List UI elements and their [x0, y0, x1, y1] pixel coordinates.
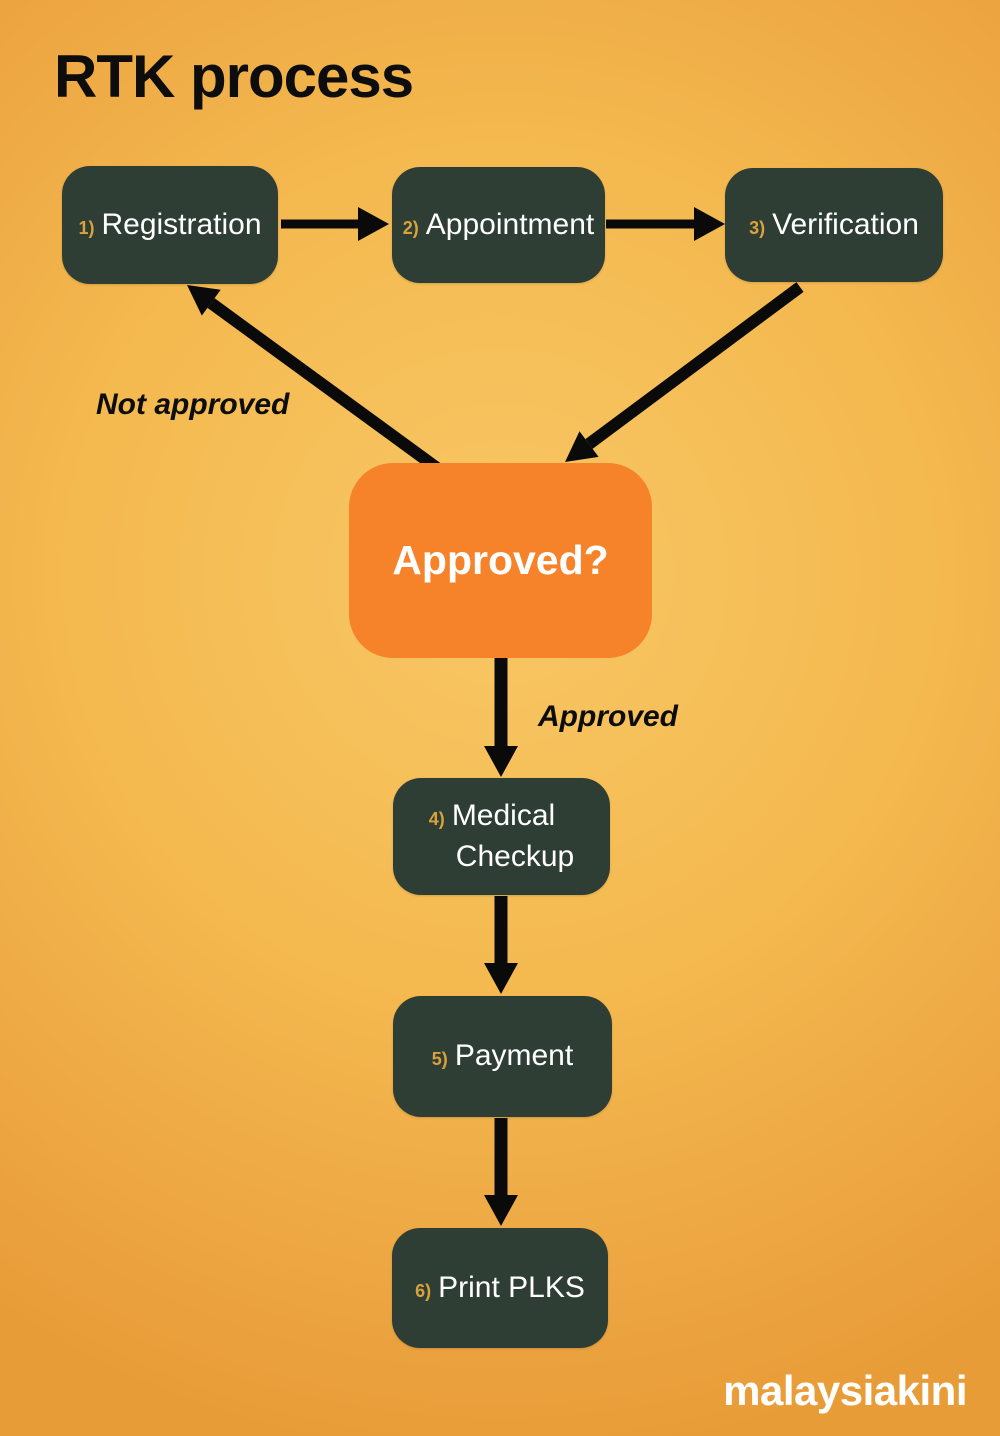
- arrowhead-payment-print: [484, 1195, 518, 1226]
- node-approved-decision: Approved?: [349, 463, 652, 658]
- arrowhead-verification-approved: [565, 431, 599, 462]
- arrowhead-approved-registration: [187, 285, 221, 316]
- brand-logo: malaysiakini: [723, 1367, 967, 1414]
- step-label: Medical: [451, 799, 556, 832]
- arrowhead-appointment-verification: [694, 207, 725, 241]
- step-label: Registration: [101, 207, 262, 241]
- arrowhead-medical-payment: [484, 963, 518, 994]
- arrow-verification-approved: [585, 282, 804, 449]
- node-appointment: 2) Appointment: [392, 167, 605, 283]
- node-payment: 5) Payment: [393, 996, 612, 1117]
- arrowhead-registration-appointment: [358, 207, 389, 241]
- arrow-approved-registration: [207, 298, 441, 473]
- edge-label-approved: Approved: [538, 700, 679, 733]
- step-number: 6): [415, 1280, 432, 1301]
- step-number: 2): [402, 217, 419, 238]
- step-number: 5): [431, 1049, 448, 1070]
- edge-label-not-approved: Not approved: [96, 388, 290, 421]
- step-number: 3): [749, 217, 766, 238]
- step-label: Appointment: [425, 207, 595, 241]
- node-medical-checkup: 4) Medical Checkup: [393, 778, 610, 895]
- step-number: 1): [78, 217, 95, 238]
- node-print-plks: 6) Print PLKS: [392, 1228, 608, 1348]
- arrowhead-approved-medical: [484, 746, 518, 777]
- node-verification: 3) Verification: [725, 168, 943, 282]
- step-number: 4): [428, 809, 445, 829]
- decision-label: Approved?: [392, 537, 609, 583]
- step-label-line2: Checkup: [455, 839, 575, 873]
- step-label: Payment: [454, 1039, 574, 1073]
- step-label: Verification: [772, 207, 919, 241]
- page-title: RTK process: [54, 43, 414, 110]
- node-registration: 1) Registration: [62, 166, 278, 284]
- step-label: Print PLKS: [438, 1270, 585, 1304]
